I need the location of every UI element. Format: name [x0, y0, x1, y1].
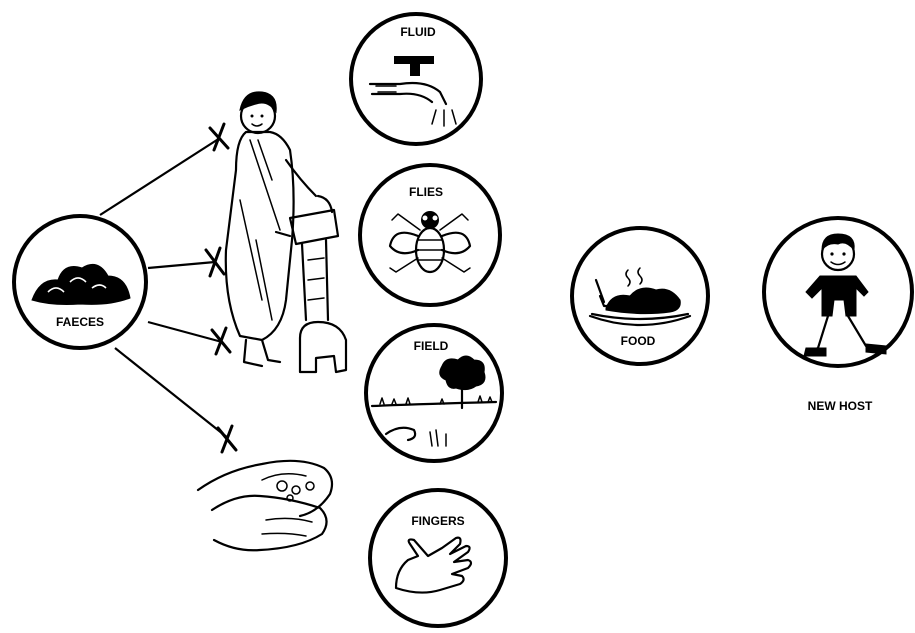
woman-at-pump-illustration [226, 92, 346, 372]
fingers-node: FINGERS [370, 490, 506, 626]
pump-pipe [302, 240, 328, 320]
hands-washing-illustration [198, 461, 332, 550]
barrier-cross-sanitation [210, 124, 228, 150]
food-node: FOOD [572, 228, 708, 364]
barrier-marks [206, 124, 236, 452]
field-node: FIELD [366, 325, 502, 461]
food-label: FOOD [621, 334, 656, 348]
woman-saree [226, 132, 294, 340]
field-label: FIELD [414, 339, 449, 353]
faeces-node: FAECES [14, 216, 146, 348]
barrier-cross-handwashing [218, 426, 236, 452]
path-to-barrier-3 [148, 322, 222, 342]
new-host-node [764, 218, 912, 366]
flies-node: FLIES [360, 165, 500, 305]
faeces-label: FAECES [56, 315, 104, 329]
woman-arm [286, 160, 316, 196]
fluid-node: FLUID [351, 14, 481, 144]
path-to-barrier-1 [100, 138, 220, 215]
flies-label: FLIES [409, 185, 443, 199]
path-to-barrier-2 [148, 262, 215, 268]
path-to-barrier-4 [115, 348, 228, 438]
pump-head [290, 210, 338, 244]
fluid-label: FLUID [400, 25, 436, 39]
hand-lower [212, 496, 327, 551]
new-host-label: NEW HOST [808, 399, 873, 413]
hand-upper [198, 461, 332, 516]
pump-base [300, 322, 346, 372]
fingers-label: FINGERS [411, 514, 464, 528]
